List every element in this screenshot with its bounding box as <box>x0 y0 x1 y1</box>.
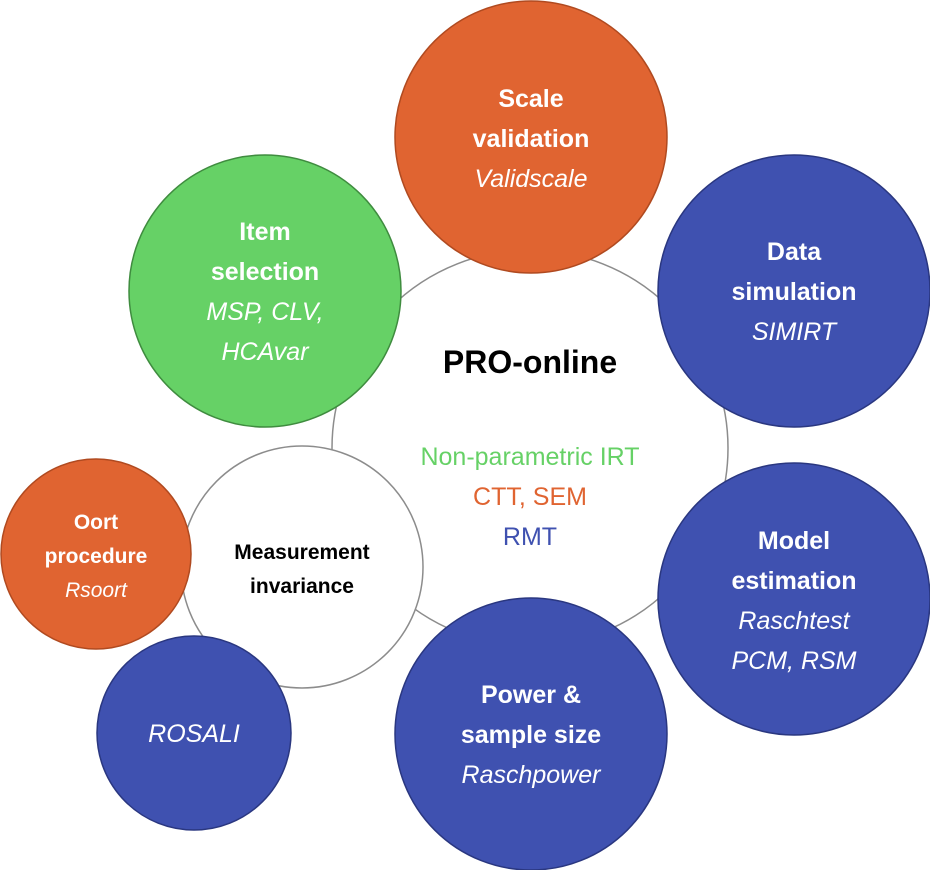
item-selection-title-2: selection <box>211 258 319 286</box>
model-estimation-circle <box>657 462 930 736</box>
center-title: PRO-online <box>443 344 617 380</box>
center-method-nonparametric: Non-parametric IRT <box>420 443 639 471</box>
power-sample-tool: Raschpower <box>462 761 603 789</box>
data-simulation-circle <box>657 154 930 428</box>
power-sample-size-circle <box>394 597 668 870</box>
node-model-estimation[interactable]: Model estimation Raschtest PCM, RSM <box>657 462 930 736</box>
node-power-sample-size[interactable]: Power & sample size Raschpower <box>394 597 668 870</box>
rosali-circle <box>96 635 292 831</box>
data-simulation-title-1: Data <box>767 238 822 266</box>
oort-title-2: procedure <box>45 545 148 568</box>
data-simulation-tool: SIMIRT <box>752 318 838 346</box>
scale-validation-title-2: validation <box>473 125 590 153</box>
oort-tool: Rsoort <box>65 579 128 602</box>
power-sample-title-2: sample size <box>461 721 601 749</box>
scale-validation-title-1: Scale <box>498 85 563 113</box>
scale-validation-circle <box>394 0 668 274</box>
node-oort-procedure[interactable]: Oort procedure Rsoort <box>0 458 192 650</box>
oort-title-1: Oort <box>74 511 118 534</box>
power-sample-title-1: Power & <box>481 681 581 709</box>
item-selection-tool-2: HCAvar <box>221 338 310 366</box>
model-estimation-tool-1: Raschtest <box>738 607 850 635</box>
node-data-simulation[interactable]: Data simulation SIMIRT <box>657 154 930 428</box>
item-selection-tool-1: MSP, CLV, <box>206 298 323 326</box>
model-estimation-title-1: Model <box>758 527 830 555</box>
item-selection-circle <box>128 154 402 428</box>
rosali-tool: ROSALI <box>148 720 240 748</box>
center-method-ctt: CTT, SEM <box>473 483 587 511</box>
oort-circle <box>0 458 192 650</box>
measurement-invariance-title-2: invariance <box>250 575 354 598</box>
node-item-selection[interactable]: Item selection MSP, CLV, HCAvar <box>128 154 402 428</box>
data-simulation-title-2: simulation <box>731 278 856 306</box>
scale-validation-tool: Validscale <box>474 165 587 193</box>
item-selection-title-1: Item <box>239 218 290 246</box>
model-estimation-title-2: estimation <box>731 567 856 595</box>
node-rosali[interactable]: ROSALI <box>96 635 292 831</box>
center-method-rmt: RMT <box>503 523 557 551</box>
model-estimation-tool-2: PCM, RSM <box>732 647 857 675</box>
measurement-invariance-title-1: Measurement <box>234 541 369 564</box>
node-scale-validation[interactable]: Scale validation Validscale <box>394 0 668 274</box>
